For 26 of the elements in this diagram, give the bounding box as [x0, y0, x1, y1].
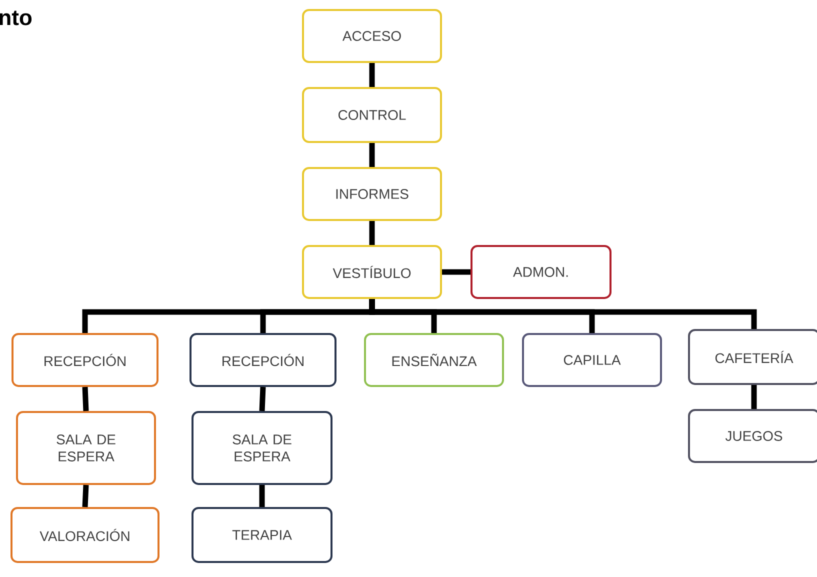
process-box: INFORMES [302, 167, 442, 221]
title: nto [0, 10, 32, 26]
connector [751, 384, 757, 409]
connector [369, 143, 375, 167]
connector [259, 386, 266, 412]
process-box: VESTÍBULO [302, 245, 442, 299]
process-box: CAPILLA [522, 332, 662, 387]
process-box: VALORACIÓN [10, 506, 160, 563]
process-box: JUEGOS [688, 408, 817, 463]
process-box: SALA DE ESPERA [192, 410, 332, 485]
process-box: SALA DE ESPERA [16, 410, 156, 485]
connector [442, 269, 470, 275]
connector [259, 484, 265, 507]
process-box: CONTROL [302, 86, 442, 143]
connector [82, 386, 89, 412]
connector [369, 63, 375, 87]
process-box: ADMON. [470, 245, 612, 299]
process-box: ENSEÑANZA [364, 332, 504, 387]
connector [369, 220, 375, 245]
connector [369, 298, 757, 329]
process-box: RECEPCIÓN [190, 332, 336, 387]
process-box: TERAPIA [192, 506, 332, 563]
process-box: RECEPCIÓN [12, 332, 158, 387]
process-box: CAFETERÍA [688, 328, 817, 385]
connector [82, 484, 89, 508]
process-box: ACCESO [302, 8, 442, 63]
